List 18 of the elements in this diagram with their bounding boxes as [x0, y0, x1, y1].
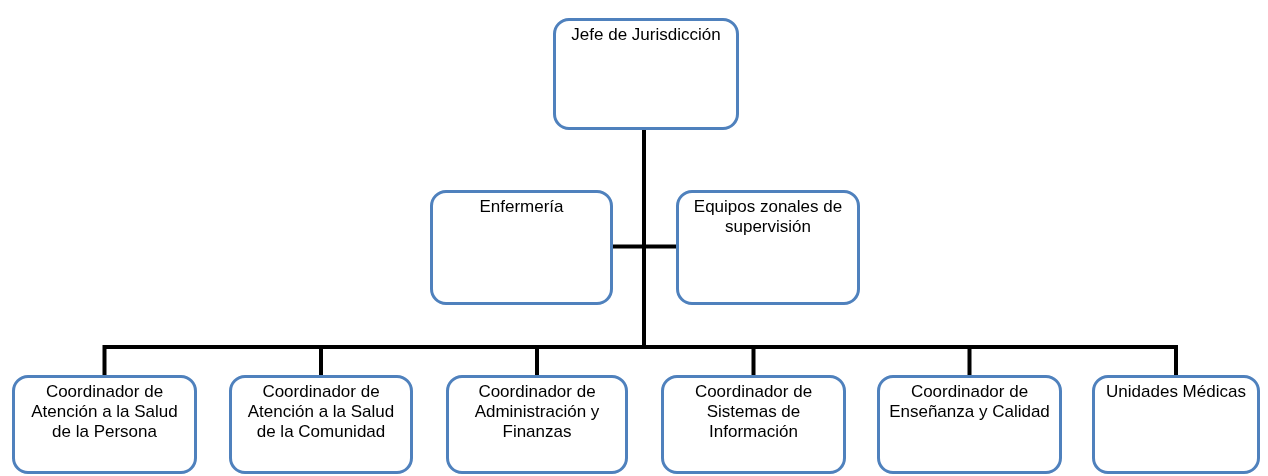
org-box — [877, 375, 1062, 474]
box-label: Enfermería — [479, 197, 564, 217]
org-box — [430, 190, 613, 305]
box-label: Coordinador de Sistemas de Información — [693, 382, 814, 442]
org-box — [12, 375, 197, 474]
org-box — [229, 375, 413, 474]
box-label: Coordinador de Administración y Finanzas — [473, 382, 601, 442]
box-label: Unidades Médicas — [1106, 382, 1246, 402]
org-box — [661, 375, 846, 474]
org-box — [676, 190, 860, 305]
org-box — [446, 375, 628, 474]
box-label: Coordinador de Atención a la Salud de la Persona — [30, 382, 179, 442]
box-label: Equipos zonales de supervisión — [692, 197, 844, 237]
box-label: Jefe de Jurisdicción — [571, 25, 721, 45]
org-box — [1092, 375, 1260, 474]
org-box — [553, 18, 739, 130]
box-label: Coordinador de Enseñanza y Calidad — [888, 382, 1051, 422]
box-label: Coordinador de Atención a la Salud de la Comunidad — [246, 382, 396, 442]
